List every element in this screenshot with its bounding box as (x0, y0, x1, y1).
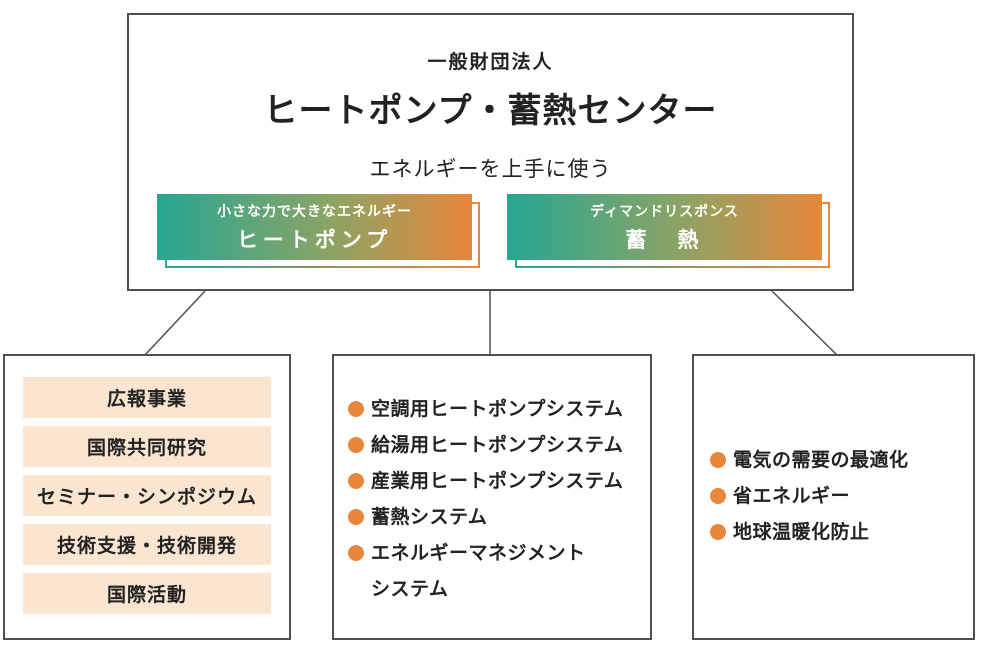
banner-title: 蓄 熱 (625, 228, 704, 252)
banner-title: ヒートポンプ (236, 228, 393, 252)
list-item-label: 蓄熱システム (371, 507, 488, 528)
org-name: ヒートポンプ・蓄熱センター (263, 92, 718, 130)
list-item-label: 電気の需要の最適化 (733, 450, 909, 471)
goals-box: 電気の需要の最適化 省エネルギー 地球温暖化防止 (692, 354, 975, 640)
list-item: 空調用ヒートポンプシステム (348, 392, 650, 428)
bullet-icon (710, 452, 726, 468)
banner-gradient: ディマンドリスポンス 蓄 熱 (507, 194, 822, 260)
list-item: 地球温暖化防止 (710, 515, 973, 551)
activity-row: セミナー・シンポジウム (23, 475, 271, 516)
bullet-icon (710, 524, 726, 540)
list-item-label: 給湯用ヒートポンプシステム (371, 435, 624, 456)
list-item-label: 空調用ヒートポンプシステム (371, 399, 624, 420)
activity-row: 国際共同研究 (23, 426, 271, 467)
banner-subtitle: 小さな力で大きなエネルギー (217, 202, 412, 219)
activities-box: 広報事業 国際共同研究 セミナー・シンポジウム 技術支援・技術開発 国際活動 (3, 354, 291, 640)
list-item: 産業用ヒートポンプシステム (348, 464, 650, 500)
banner-subtitle: ディマンドリスポンス (590, 202, 739, 219)
systems-box: 空調用ヒートポンプシステム 給湯用ヒートポンプシステム 産業用ヒートポンプシステ… (332, 354, 652, 640)
activity-row: 広報事業 (23, 377, 271, 418)
banner-thermal-storage: ディマンドリスポンス 蓄 熱 (507, 194, 830, 268)
list-item-label: 産業用ヒートポンプシステム (371, 471, 624, 492)
bullet-icon (348, 545, 364, 561)
list-item-label: 地球温暖化防止 (733, 522, 870, 543)
bullet-icon (348, 437, 364, 453)
list-item: 省エネルギー (710, 479, 973, 515)
list-item: エネルギーマネジメント システム (348, 536, 650, 608)
activity-row: 国際活動 (23, 573, 271, 614)
list-item: 蓄熱システム (348, 500, 650, 536)
center-header-box: 一般財団法人 ヒートポンプ・蓄熱センター エネルギーを上手に使う 小さな力で大き… (127, 13, 854, 291)
list-item-label: エネルギーマネジメント システム (371, 543, 586, 600)
banner-gradient: 小さな力で大きなエネルギー ヒートポンプ (157, 194, 472, 260)
list-item: 給湯用ヒートポンプシステム (348, 428, 650, 464)
list-item-label: 省エネルギー (733, 486, 851, 507)
activity-row: 技術支援・技術開発 (23, 524, 271, 565)
org-type: 一般財団法人 (427, 52, 554, 73)
list-item: 電気の需要の最適化 (710, 443, 973, 479)
bullet-icon (348, 509, 364, 525)
bullet-icon (348, 401, 364, 417)
org-tagline: エネルギーを上手に使う (369, 158, 612, 181)
bullet-icon (348, 473, 364, 489)
banner-heat-pump: 小さな力で大きなエネルギー ヒートポンプ (157, 194, 480, 268)
bullet-icon (710, 488, 726, 504)
